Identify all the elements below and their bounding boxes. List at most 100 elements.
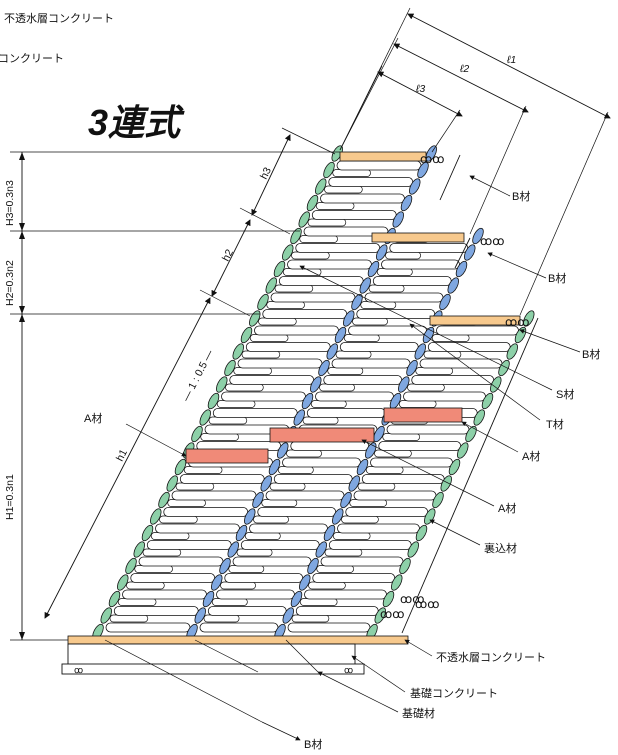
header-joint	[407, 541, 419, 558]
header-joint	[298, 211, 310, 228]
header-joint	[315, 541, 327, 558]
stretcher	[244, 532, 281, 540]
stretcher	[356, 309, 436, 319]
stretcher	[237, 358, 323, 369]
svg-text:ꝏ: ꝏ	[344, 665, 353, 675]
stretcher	[427, 342, 511, 352]
header-joint	[249, 310, 261, 327]
rubble-hatch: ꝏꝏ	[505, 315, 529, 329]
diagram-title: 3連式	[88, 102, 185, 143]
leader-lines	[104, 175, 581, 741]
header-joint	[348, 475, 360, 492]
header-joint	[391, 574, 403, 591]
stretcher	[254, 325, 339, 336]
stretcher	[150, 532, 190, 540]
header-joint	[307, 557, 319, 575]
stretcher	[407, 383, 445, 392]
header-joint	[318, 359, 330, 377]
stretcher	[320, 193, 405, 204]
stretcher	[386, 424, 470, 435]
inclined-dimensions	[44, 127, 336, 619]
header-joint	[257, 293, 269, 311]
stretcher	[307, 218, 347, 227]
stretcher	[315, 391, 394, 402]
header-joint	[464, 244, 476, 261]
stretcher	[117, 598, 157, 606]
header-joint	[351, 293, 363, 311]
header-joint	[293, 409, 305, 426]
stretcher	[221, 391, 306, 402]
header-joint	[448, 458, 461, 476]
stretcher	[345, 507, 429, 517]
stretcher	[332, 532, 371, 540]
stretcher	[109, 614, 149, 623]
header-joint	[273, 260, 286, 278]
header-joint	[392, 211, 404, 228]
stretcher	[316, 565, 355, 573]
label-l2: ℓ2	[459, 63, 469, 75]
stretcher	[335, 350, 372, 359]
stretcher	[378, 441, 462, 451]
stretcher	[278, 276, 364, 286]
header-joint	[417, 161, 429, 179]
stretcher	[105, 622, 191, 633]
callout-backfill: 裏込材	[484, 541, 517, 555]
header-joint	[268, 458, 281, 476]
callout-a-left: A材	[84, 411, 102, 425]
stretcher	[365, 466, 404, 474]
stretcher	[328, 177, 414, 187]
rubble-hatch: ꝏꝏ	[415, 597, 439, 611]
stretcher	[282, 268, 322, 276]
stretcher	[389, 243, 469, 253]
stretcher	[290, 441, 370, 451]
header-joint	[414, 343, 426, 360]
stretcher	[130, 573, 216, 583]
stretcher	[357, 482, 396, 491]
header-joint	[290, 227, 302, 245]
header-joint	[465, 425, 477, 443]
stretcher	[310, 400, 347, 408]
stretcher	[312, 573, 396, 583]
stretcher	[249, 523, 328, 534]
header-joint	[399, 557, 411, 575]
header-joint	[473, 409, 485, 426]
stretcher	[291, 614, 330, 623]
stretcher	[113, 606, 199, 616]
stretcher	[241, 350, 281, 359]
callout-b-bottom: B材	[304, 737, 322, 751]
header-joint	[498, 359, 510, 377]
slope-label: — 1 : 0.5 —	[180, 348, 216, 404]
stretcher	[229, 375, 315, 385]
stretcher	[224, 573, 304, 583]
header-joint	[315, 178, 327, 195]
stretcher	[327, 367, 364, 375]
stretcher	[352, 317, 388, 326]
header-joint	[490, 376, 502, 393]
header-joint	[422, 326, 435, 344]
header-joint	[424, 508, 436, 525]
stretcher	[270, 292, 356, 303]
stretcher	[403, 391, 486, 402]
foundation: ꝏ ꝏ	[61, 635, 409, 675]
stretcher	[269, 482, 306, 491]
stretcher	[364, 292, 444, 303]
rubble-hatch: ꝏꝏ	[420, 152, 444, 166]
header-joint	[409, 178, 421, 195]
stretcher	[372, 276, 452, 286]
header-joint	[252, 491, 264, 509]
stretcher	[311, 210, 397, 220]
stretcher	[208, 416, 248, 425]
header-joint	[219, 557, 231, 575]
stretcher	[236, 548, 273, 557]
header-joint	[415, 524, 428, 542]
stretcher	[159, 515, 198, 524]
stretcher	[295, 606, 379, 616]
stretcher	[376, 268, 413, 276]
label-H2: H2=0.3n2	[4, 260, 16, 306]
stretcher	[337, 523, 420, 534]
stretcher	[308, 581, 346, 590]
header-joint	[310, 376, 322, 393]
stretcher	[370, 457, 453, 468]
